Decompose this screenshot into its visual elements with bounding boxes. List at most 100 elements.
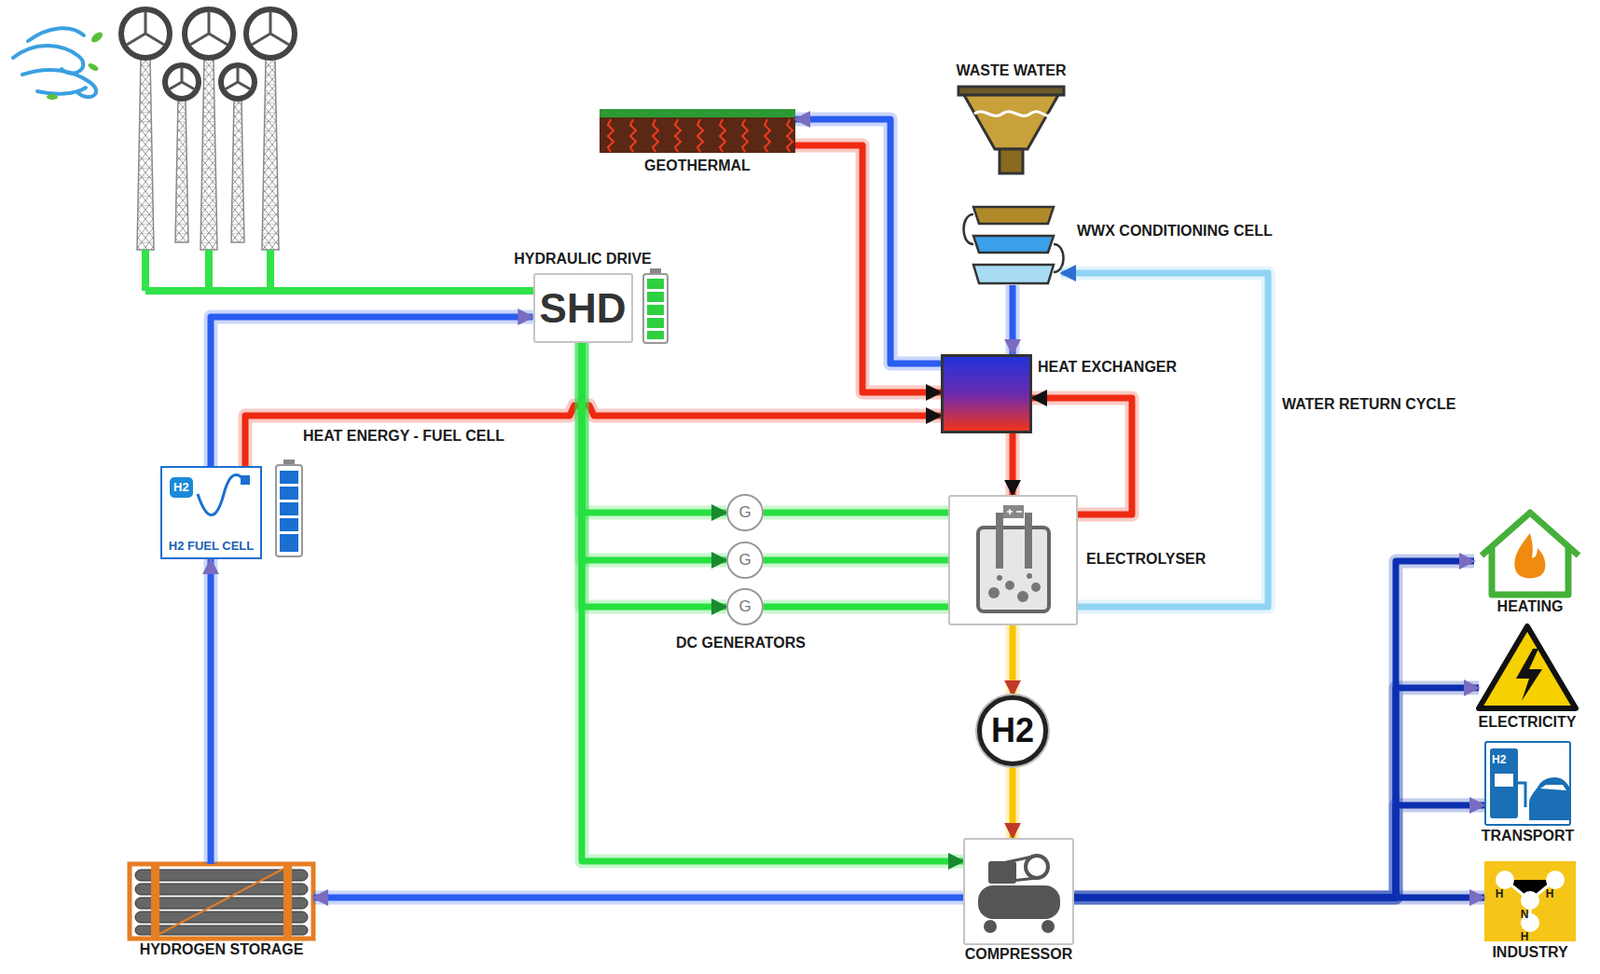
connector-glow xyxy=(763,506,949,521)
flow-connector xyxy=(581,343,727,513)
heat-exchanger: HEAT EXCHANGER xyxy=(940,354,1033,434)
node-label: H2 xyxy=(1491,754,1506,767)
connector-glow xyxy=(763,553,949,568)
node-label: COMPRESSOR xyxy=(965,946,1074,964)
wind-turbines xyxy=(121,9,295,250)
flow-connector xyxy=(1009,433,1017,496)
connector-glow xyxy=(1074,688,1479,898)
connector-glow xyxy=(1006,625,1021,696)
connector-glow xyxy=(581,343,727,561)
flow-connector xyxy=(1009,625,1017,696)
conditioning-cell: WWX CONDITIONING CELL xyxy=(964,204,1062,286)
flow-connector xyxy=(245,405,941,467)
battery-green xyxy=(643,268,668,344)
node-label: G xyxy=(738,504,751,523)
node-label: H2 xyxy=(169,477,194,498)
electrolyser: ELECTROLYSER xyxy=(948,495,1078,626)
edge-label: HEAT ENERGY - FUEL CELL xyxy=(301,427,507,446)
dc-generator: G xyxy=(726,541,764,580)
node-label: HEATING xyxy=(1497,598,1564,616)
heating-icon: HEATING xyxy=(1474,507,1587,597)
geothermal-source: GEOTHERMAL xyxy=(599,109,796,153)
node-label: ELECTRICITY xyxy=(1478,714,1577,732)
electrolyser-icon xyxy=(978,505,1049,612)
connector-glow xyxy=(795,119,941,364)
hazard-icon xyxy=(1478,626,1576,709)
industry-icon: HHNHINDUSTRY xyxy=(1484,861,1576,942)
waste-water-tank: WASTE WATER xyxy=(958,86,1064,174)
connector-glow xyxy=(581,343,727,513)
flow-connector xyxy=(207,559,215,865)
electricity-icon: ELECTRICITY xyxy=(1478,624,1576,709)
connector-glow xyxy=(313,891,964,906)
waste-water-funnel xyxy=(958,86,1064,174)
connector-glow xyxy=(1074,561,1475,898)
house-icon xyxy=(1481,512,1579,595)
flow-connector xyxy=(581,343,727,607)
node-label: H xyxy=(1520,931,1530,944)
dc-generator: G xyxy=(726,588,764,626)
node-label: H xyxy=(1495,888,1504,901)
node-label: G xyxy=(738,551,751,570)
turbine-power-line xyxy=(145,249,536,291)
wind-symbol xyxy=(13,27,97,97)
connector-glow xyxy=(210,317,534,467)
connector-glow xyxy=(581,343,727,607)
connector-glow xyxy=(581,343,964,862)
fuel-station-icon xyxy=(1489,748,1570,821)
edge-label: WATER RETURN CYCLE xyxy=(1280,395,1458,414)
fuel-cell-plug xyxy=(197,474,245,515)
geothermal-ground xyxy=(599,109,796,153)
flow-connector xyxy=(1032,398,1132,515)
connector-glow xyxy=(763,600,949,615)
group-label: DC GENERATORS xyxy=(675,634,806,652)
connector-glow xyxy=(1032,398,1132,515)
node-label: WASTE WATER xyxy=(956,62,1067,80)
node-label: INDUSTRY xyxy=(1491,944,1568,962)
molecule-icon xyxy=(1484,861,1576,942)
flow-connector xyxy=(763,557,949,565)
flow-connector xyxy=(1074,895,1485,902)
compressor: COMPRESSOR xyxy=(963,838,1075,946)
flow-connector xyxy=(210,317,534,467)
flow-connector xyxy=(1009,285,1017,355)
flow-connector xyxy=(795,119,941,364)
flow-connector xyxy=(581,343,964,862)
node-label: ELECTROLYSER xyxy=(1086,551,1206,568)
flow-connector xyxy=(581,343,727,561)
conditioning-trays xyxy=(964,206,1064,284)
flow-connector xyxy=(763,604,949,611)
hydrogen-storage: HYDROGEN STORAGE xyxy=(129,864,314,939)
node-label: TRANSPORT xyxy=(1481,827,1575,845)
connector-glow xyxy=(795,145,941,393)
connector-glow xyxy=(204,559,219,865)
node-label: HYDRAULIC DRIVE xyxy=(513,250,652,268)
hydrogen-storage-tanks xyxy=(129,864,314,939)
connector-glow xyxy=(1006,285,1021,355)
connector-glow xyxy=(1006,766,1021,839)
plug xyxy=(240,475,250,485)
flow-connector xyxy=(1074,561,1475,898)
flow-connector xyxy=(1061,273,1269,607)
flow-connector xyxy=(1074,688,1479,898)
node-label: N xyxy=(1520,909,1530,922)
connector-glow xyxy=(245,405,941,467)
node-label: H xyxy=(1545,888,1555,901)
fuel-cell: H2 H2 FUEL CELL xyxy=(160,466,263,560)
leaf xyxy=(46,29,105,100)
flow-connector xyxy=(313,895,964,902)
hydraulic-drive: HYDRAULIC DRIVESHD xyxy=(533,273,634,344)
flow-connector xyxy=(795,145,941,393)
flow-connector xyxy=(1074,805,1485,898)
node-label: H2 FUEL CELL xyxy=(168,539,255,553)
connector-glow xyxy=(1074,891,1485,906)
node-label: WWX CONDITIONING CELL xyxy=(1076,222,1273,240)
node-label: G xyxy=(738,598,751,617)
connector-glow xyxy=(1006,433,1021,496)
battery-blue xyxy=(275,459,303,557)
node-label: HEAT EXCHANGER xyxy=(1037,358,1177,376)
node-label: SHD xyxy=(539,285,627,331)
connector-glow xyxy=(1074,805,1485,898)
